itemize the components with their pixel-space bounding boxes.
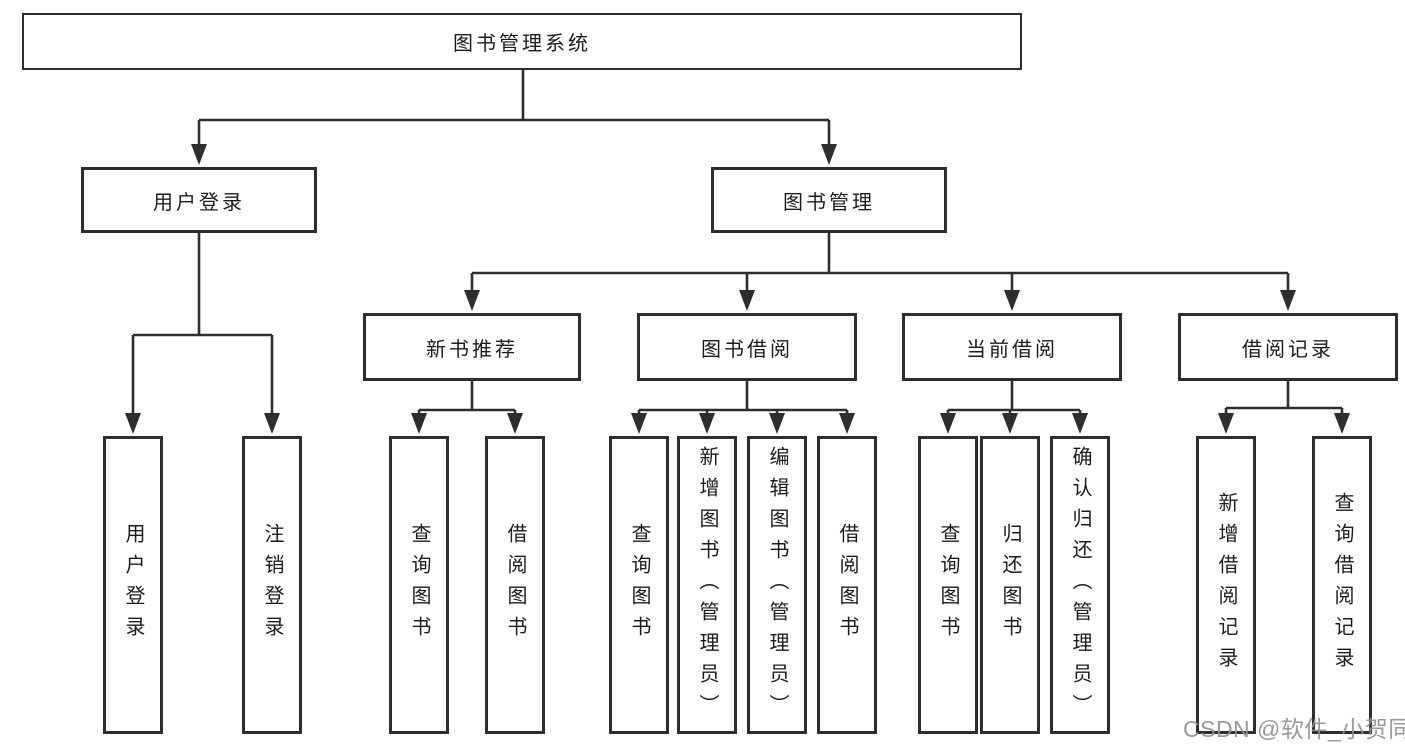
node-current-borrowing-label: 当前借阅 — [966, 338, 1058, 361]
connector-root-to-level2 — [197, 70, 831, 150]
node-user-login: 用户登录 — [81, 167, 317, 233]
node-user-login-label: 用户登录 — [153, 191, 245, 214]
connector-book-borrowing-to-leaves — [637, 381, 849, 418]
leaf-add-borrow-record: 新增借阅记录 — [1196, 436, 1256, 734]
leaf-borrowing-query-books: 查询图书 — [609, 436, 669, 734]
node-book-borrowing-label: 图书借阅 — [701, 338, 793, 361]
node-book-borrowing: 图书借阅 — [637, 313, 857, 381]
leaf-borrowing-query-books-label: 查询图书 — [628, 523, 650, 647]
connector-current-borrowing-to-leaves — [946, 381, 1082, 418]
node-book-management: 图书管理 — [711, 167, 947, 233]
csdn-watermark: CSDN @软件_小贺同学 — [1183, 716, 1405, 742]
leaf-borrowing-borrow-books: 借阅图书 — [817, 436, 877, 734]
leaf-recommend-borrow-books: 借阅图书 — [485, 436, 545, 734]
node-library-system-label: 图书管理系统 — [453, 33, 591, 55]
leaf-confirm-return-admin: 确认归还（管理员） — [1050, 436, 1110, 734]
leaf-query-borrow-record-label: 查询借阅记录 — [1331, 492, 1353, 678]
node-borrow-records-label: 借阅记录 — [1242, 338, 1334, 361]
leaf-current-query-books: 查询图书 — [918, 436, 978, 734]
leaf-add-books-admin-label: 新增图书（管理员） — [696, 445, 718, 725]
connector-new-book-to-leaves — [417, 381, 517, 418]
arrowheads — [125, 144, 1350, 434]
node-book-management-label: 图书管理 — [783, 191, 875, 214]
node-borrow-records: 借阅记录 — [1178, 313, 1398, 381]
leaf-recommend-query-books: 查询图书 — [389, 436, 449, 734]
leaf-recommend-borrow-books-label: 借阅图书 — [504, 523, 526, 647]
leaf-recommend-query-books-label: 查询图书 — [408, 523, 430, 647]
leaf-borrowing-borrow-books-label: 借阅图书 — [836, 523, 858, 647]
leaf-add-borrow-record-label: 新增借阅记录 — [1215, 492, 1237, 678]
leaf-edit-books-admin-label: 编辑图书（管理员） — [766, 445, 788, 725]
leaf-edit-books-admin: 编辑图书（管理员） — [747, 436, 807, 734]
node-new-book-recommendation: 新书推荐 — [363, 313, 581, 381]
node-library-system: 图书管理系统 — [22, 13, 1022, 70]
leaf-return-books-label: 归还图书 — [999, 523, 1021, 647]
connector-user-login-to-leaves — [131, 233, 274, 418]
leaf-logout-label: 注销登录 — [261, 523, 283, 647]
leaf-return-books: 归还图书 — [980, 436, 1040, 734]
leaf-current-query-books-label: 查询图书 — [937, 523, 959, 647]
leaf-user-login-label: 用户登录 — [122, 523, 144, 647]
node-new-book-recommendation-label: 新书推荐 — [426, 338, 518, 361]
leaf-logout: 注销登录 — [242, 436, 302, 734]
node-current-borrowing: 当前借阅 — [902, 313, 1122, 381]
leaf-query-borrow-record: 查询借阅记录 — [1312, 436, 1372, 734]
connector-book-management-to-level3 — [470, 233, 1290, 295]
leaf-confirm-return-admin-label: 确认归还（管理员） — [1069, 445, 1091, 725]
leaf-user-login: 用户登录 — [103, 436, 163, 734]
leaf-add-books-admin: 新增图书（管理员） — [677, 436, 737, 734]
connector-borrow-records-to-leaves — [1224, 381, 1344, 418]
